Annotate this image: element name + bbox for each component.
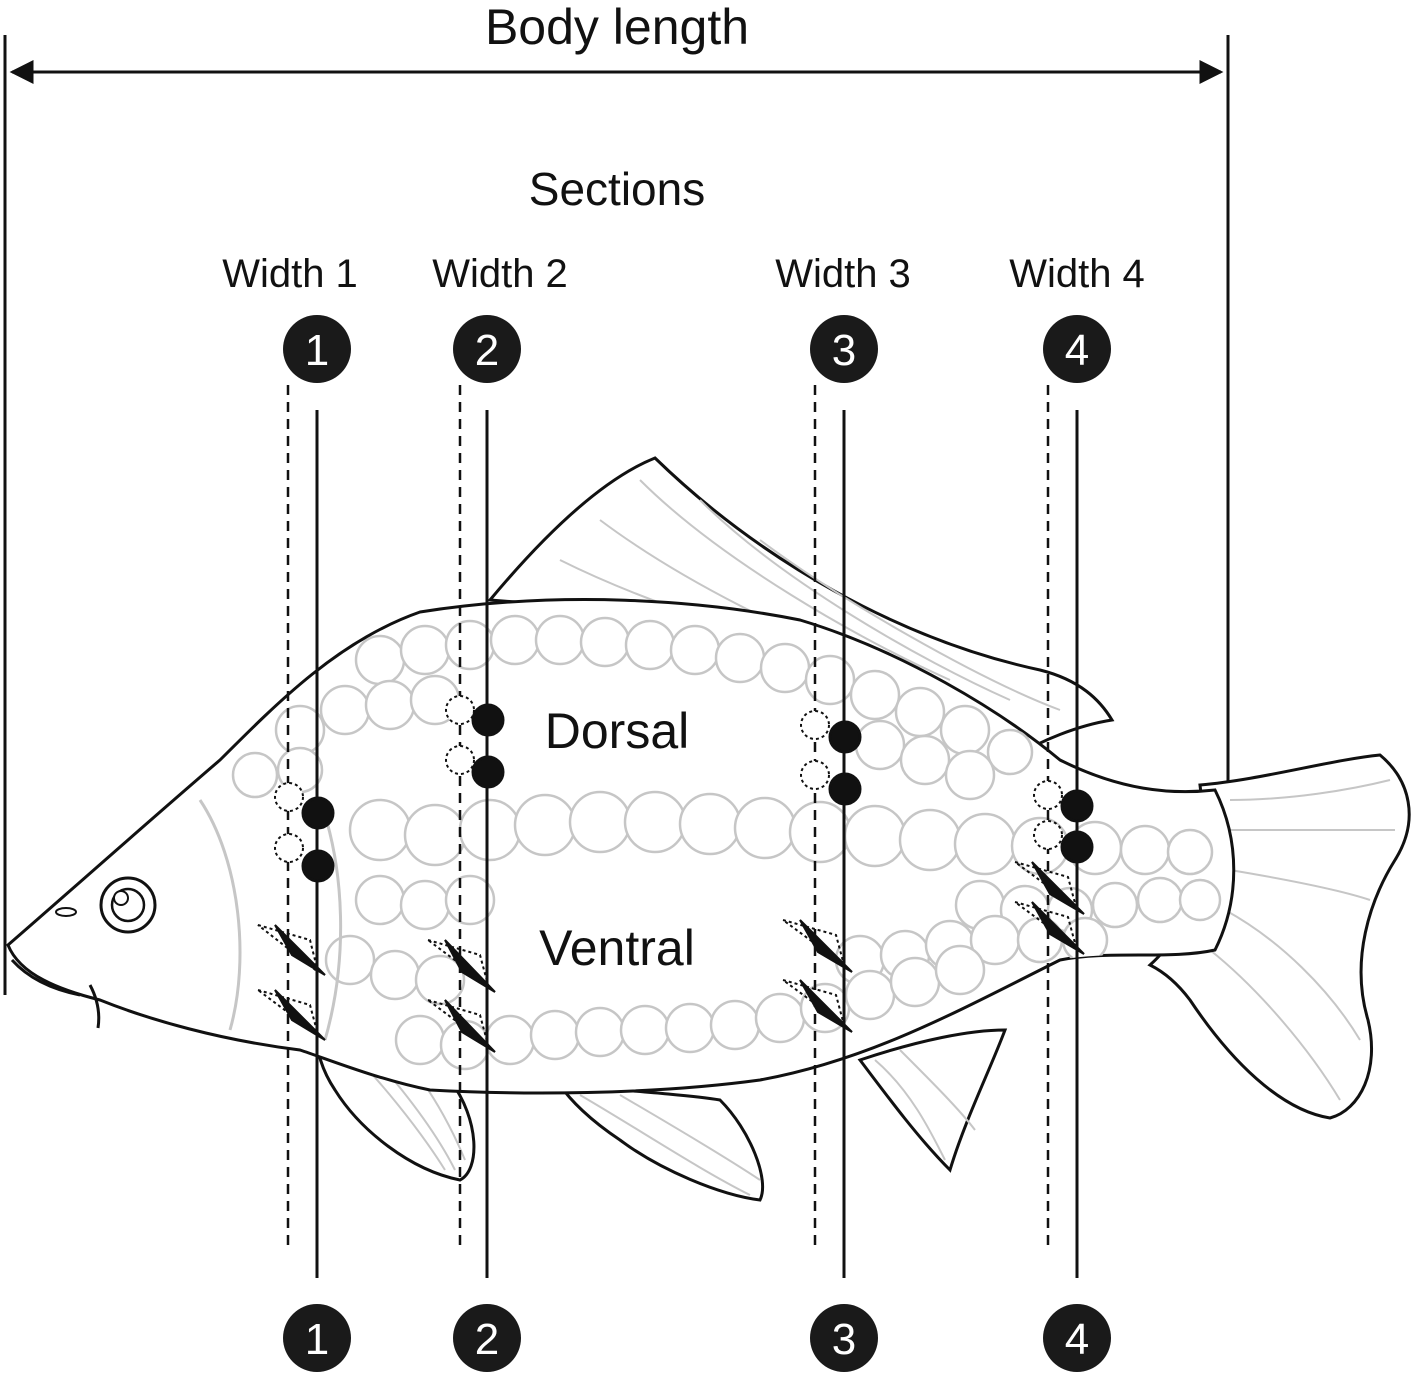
width-4-top-badge: 4 [1043, 315, 1111, 383]
width-labels: Width 1 Width 2 Width 3 Width 4 [222, 252, 1145, 296]
width-2-dorsal-point-upper [471, 703, 505, 737]
width-2-label: Width 2 [432, 252, 568, 296]
width-2-bottom-number: 2 [475, 1315, 499, 1364]
width-3-label: Width 3 [775, 252, 911, 296]
gill-cover-line [198, 799, 242, 1031]
width-4-ventral-arrow-lower [1031, 901, 1085, 955]
nostril [55, 907, 77, 917]
width-4-label: Width 4 [1009, 252, 1145, 296]
mouth-line [10, 958, 81, 997]
sections-label: Sections [529, 163, 705, 215]
width-1-dorsal-point-upper [301, 796, 335, 830]
width-2-ventral-arrow-upper [444, 939, 496, 993]
bottom-section-badges: 1 2 3 4 [283, 1304, 1111, 1372]
barbel [88, 984, 101, 1029]
width-3-ventral-arrow-lower [799, 979, 853, 1033]
width-3-bottom-number: 3 [832, 1315, 856, 1364]
scales [231, 614, 1222, 1071]
width-2-top-badge: 2 [453, 315, 521, 383]
width-3-dorsal-point-lower [828, 772, 862, 806]
width-1-bottom-number: 1 [305, 1315, 329, 1364]
width-1-ventral-arrow-lower [274, 989, 326, 1041]
width-4-dorsal-point-lower [1060, 830, 1094, 864]
width-4-ventral-arrow-upper [1031, 861, 1085, 915]
width-2-top-number: 2 [475, 326, 499, 375]
width-4-top-number: 4 [1065, 326, 1089, 375]
width-3-top-number: 3 [832, 326, 856, 375]
width-1-bottom-badge: 1 [283, 1304, 351, 1372]
width-1-dorsal-point-lower [301, 849, 335, 883]
fish-body [6, 598, 1236, 1095]
anal-fin [857, 1028, 1008, 1173]
ventral-sampling-arrows [257, 861, 1085, 1053]
operculum-line [318, 799, 343, 1041]
width-2-dorsal-point-lower [471, 755, 505, 789]
top-section-badges: 1 2 3 4 [283, 315, 1111, 383]
ventral-label: Ventral [539, 920, 695, 976]
width-1-top-badge: 1 [283, 315, 351, 383]
width-2-ventral-arrow-lower [444, 999, 496, 1053]
width-2-bottom-badge: 2 [453, 1304, 521, 1372]
width-3-bottom-badge: 3 [810, 1304, 878, 1372]
width-4-bottom-number: 4 [1065, 1315, 1089, 1364]
width-4-bottom-badge: 4 [1043, 1304, 1111, 1372]
dorsal-label: Dorsal [545, 703, 689, 759]
width-3-ventral-arrow-upper [799, 919, 853, 973]
width-3-dorsal-point-upper [828, 720, 862, 754]
width-1-ventral-arrow-upper [274, 924, 326, 976]
eye-highlight [113, 890, 129, 906]
width-4-dorsal-point-upper [1060, 789, 1094, 823]
body-length-label: Body length [485, 0, 749, 55]
width-1-top-number: 1 [305, 326, 329, 375]
width-3-top-badge: 3 [810, 315, 878, 383]
dorsal-sampling-points [274, 695, 1094, 883]
width-1-label: Width 1 [222, 252, 358, 296]
body-length-measure: Body length [3, 0, 1230, 995]
